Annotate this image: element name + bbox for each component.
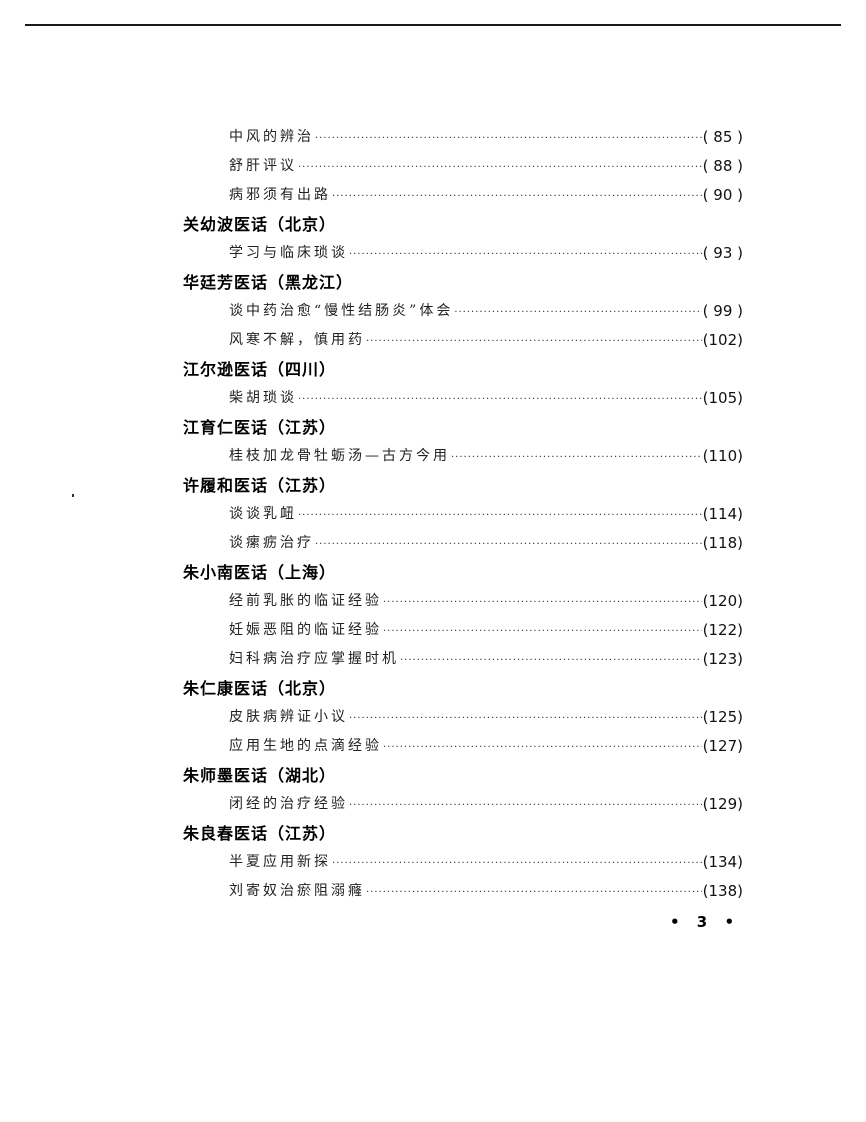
dot-leader	[298, 153, 702, 182]
section-heading-title: 华廷芳医话（黑龙江）	[183, 273, 354, 292]
toc-entry-title: 谈中药治愈“慢性结肠炎”体会	[229, 303, 454, 319]
toc-entry[interactable]: 谈中药治愈“慢性结肠炎”体会 ( 99 )	[183, 297, 743, 326]
toc-entry[interactable]: 妇科病治疗应掌握时机 (123)	[183, 645, 743, 674]
toc-entry-title: 刘寄奴治瘀阻溺癃	[229, 883, 365, 899]
toc-section-heading[interactable]: 江育仁医话（江苏）	[183, 413, 743, 442]
toc-entry-title: 应用生地的点滴经验	[229, 738, 382, 754]
toc-entry-title: 妊娠恶阻的临证经验	[229, 622, 382, 638]
dot-leader	[366, 878, 702, 907]
dot-leader	[315, 124, 702, 153]
toc-entry-page: (125)	[702, 708, 743, 726]
toc-entry-title: 病邪须有出路	[229, 187, 331, 203]
toc-entry-page: (129)	[702, 795, 743, 813]
dot-leader	[332, 182, 702, 211]
toc-section-heading[interactable]: 江尔逊医话（四川）	[183, 355, 743, 384]
toc-entry-title: 中风的辨治	[229, 129, 314, 145]
toc-entry-title: 妇科病治疗应掌握时机	[229, 651, 399, 667]
section-heading-title: 江尔逊医话（四川）	[183, 360, 337, 379]
toc-entry-page: (118)	[702, 534, 743, 552]
toc-entry[interactable]: 风寒不解，慎用药 (102)	[183, 326, 743, 355]
page-number: • 3 •	[670, 913, 741, 931]
toc-entry-title: 舒肝评议	[229, 158, 297, 174]
toc-entry-title: 风寒不解，慎用药	[229, 332, 365, 348]
toc-entry[interactable]: 妊娠恶阻的临证经验 (122)	[183, 616, 743, 645]
header-rule	[25, 24, 841, 26]
toc-entry-page: ( 85 )	[702, 128, 743, 146]
section-heading-title: 许履和医话（江苏）	[183, 476, 337, 495]
dot-leader	[454, 298, 701, 327]
scan-speck	[72, 494, 74, 497]
dot-leader	[366, 327, 702, 356]
dot-leader	[332, 849, 702, 878]
section-heading-title: 朱仁康医话（北京）	[183, 679, 337, 698]
dot-leader	[349, 704, 702, 733]
toc-entry-page: (110)	[702, 447, 743, 465]
toc-entry-title: 桂枝加龙骨牡蛎汤—古方今用	[229, 448, 450, 464]
dot-leader	[400, 646, 702, 675]
section-heading-title: 江育仁医话（江苏）	[183, 418, 337, 437]
toc-entry[interactable]: 桂枝加龙骨牡蛎汤—古方今用 (110)	[183, 442, 743, 471]
toc-entry[interactable]: 刘寄奴治瘀阻溺癃 (138)	[183, 877, 743, 906]
toc-entry-page: ( 99 )	[702, 302, 743, 320]
dot-leader	[383, 588, 702, 617]
toc-entry[interactable]: 谈谈乳衄 (114)	[183, 500, 743, 529]
toc-entry[interactable]: 皮肤病辨证小议 (125)	[183, 703, 743, 732]
toc-section-heading[interactable]: 朱小南医话（上海）	[183, 558, 743, 587]
dot-leader	[298, 501, 702, 530]
dot-leader	[315, 530, 702, 559]
toc-section-heading[interactable]: 华廷芳医话（黑龙江）	[183, 268, 743, 297]
dot-leader	[298, 385, 702, 414]
toc-entry-page: (138)	[702, 882, 743, 900]
toc-entry-page: (114)	[702, 505, 743, 523]
toc-entry-page: (122)	[702, 621, 743, 639]
toc-entry[interactable]: 舒肝评议 ( 88 )	[183, 152, 743, 181]
toc-entry-title: 谈谈乳衄	[229, 506, 297, 522]
toc-section-heading[interactable]: 朱仁康医话（北京）	[183, 674, 743, 703]
toc-entry-page: (120)	[702, 592, 743, 610]
toc-entry[interactable]: 柴胡琐谈 (105)	[183, 384, 743, 413]
toc-entry-page: ( 93 )	[702, 244, 743, 262]
toc-section-heading[interactable]: 许履和医话（江苏）	[183, 471, 743, 500]
dot-leader	[383, 617, 702, 646]
toc-entry-page: (134)	[702, 853, 743, 871]
toc-entry[interactable]: 应用生地的点滴经验 (127)	[183, 732, 743, 761]
toc-entry-title: 谈瘰疬治疗	[229, 535, 314, 551]
toc-entry-page: ( 88 )	[702, 157, 743, 175]
toc-entry[interactable]: 学习与临床琐谈 ( 93 )	[183, 239, 743, 268]
section-heading-title: 关幼波医话（北京）	[183, 215, 337, 234]
toc-entry-title: 半夏应用新探	[229, 854, 331, 870]
toc-entry-page: (102)	[702, 331, 743, 349]
toc-entry[interactable]: 闭经的治疗经验 (129)	[183, 790, 743, 819]
toc-entry-page: (127)	[702, 737, 743, 755]
section-heading-title: 朱师墨医话（湖北）	[183, 766, 337, 785]
toc-section-heading[interactable]: 朱良春医话（江苏）	[183, 819, 743, 848]
toc-section-heading[interactable]: 朱师墨医话（湖北）	[183, 761, 743, 790]
dot-leader	[349, 791, 702, 820]
toc-entry-title: 经前乳胀的临证经验	[229, 593, 382, 609]
toc-entry-page: (105)	[702, 389, 743, 407]
toc-entry[interactable]: 病邪须有出路 ( 90 )	[183, 181, 743, 210]
toc-entry-page: ( 90 )	[702, 186, 743, 204]
dot-leader	[451, 443, 702, 472]
toc-entry-title: 皮肤病辨证小议	[229, 709, 348, 725]
toc-entry-title: 柴胡琐谈	[229, 390, 297, 406]
toc-entry-title: 闭经的治疗经验	[229, 796, 348, 812]
dot-leader	[349, 240, 702, 269]
toc-section-heading[interactable]: 关幼波医话（北京）	[183, 210, 743, 239]
toc-entry-title: 学习与临床琐谈	[229, 245, 348, 261]
toc-entry-page: (123)	[702, 650, 743, 668]
section-heading-title: 朱良春医话（江苏）	[183, 824, 337, 843]
dot-leader	[383, 733, 702, 762]
table-of-contents: 中风的辨治 ( 85 ) 舒肝评议 ( 88 ) 病邪须有出路 ( 90 ) 关…	[183, 123, 743, 906]
toc-entry[interactable]: 中风的辨治 ( 85 )	[183, 123, 743, 152]
toc-entry[interactable]: 谈瘰疬治疗 (118)	[183, 529, 743, 558]
toc-entry[interactable]: 经前乳胀的临证经验 (120)	[183, 587, 743, 616]
section-heading-title: 朱小南医话（上海）	[183, 563, 337, 582]
toc-entry[interactable]: 半夏应用新探 (134)	[183, 848, 743, 877]
